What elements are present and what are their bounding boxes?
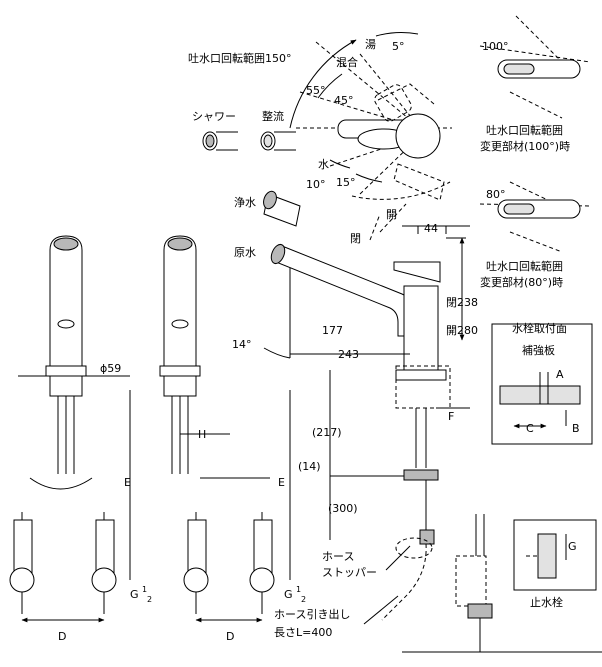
label-water: 水 [318, 158, 329, 171]
thread-g-right: G [284, 588, 293, 601]
mount-detail: 水栓取付面 補強板 A B C [491, 321, 593, 445]
rotation-variant-80: 80° 吐水口回転範囲 変更部材(80°)時 [479, 181, 591, 289]
dim-a: A [556, 368, 564, 381]
label-hose-pullout-1: ホース引き出し [274, 607, 350, 621]
dim-177: 177 [322, 324, 343, 337]
top-view: 吐水口回転範囲150° 湯 5° 混合 55° 45° 水 10° 15° [188, 32, 452, 201]
label-angle-10: 10° [306, 178, 326, 191]
rotation-variant-100: 100° 吐水口回転範囲 変更部材(100°)時 [479, 15, 591, 153]
svg-text:G: G [568, 540, 577, 553]
front-view-left: ϕ59 E G 1 2 D [9, 235, 152, 643]
label-close: 閉 [350, 232, 361, 245]
dim-h: H [198, 428, 206, 441]
label-spout-rotation-range: 吐水口回転範囲150° [188, 51, 292, 65]
dim-d-right: D [226, 630, 234, 643]
dim-f: F [448, 410, 454, 423]
faucet-base-top [395, 113, 441, 159]
label-angle-55: 55° [306, 84, 326, 97]
dim-open-280: 開280 [446, 324, 478, 337]
spray-head-laminar: 整流 [260, 109, 296, 151]
dim-44: 44 [424, 222, 438, 235]
label-open: 開 [386, 208, 397, 221]
label-hot: 湯 [365, 38, 376, 51]
dim-14: (14) [298, 460, 321, 473]
svg-text:100°: 100° [482, 40, 509, 53]
svg-text:整流: 整流 [262, 109, 284, 123]
label-hose-stopper-1: ホース [322, 550, 354, 563]
dim-close-238: 閉238 [446, 296, 478, 309]
svg-text:水栓取付面: 水栓取付面 [512, 321, 567, 335]
svg-text:浄水: 浄水 [234, 195, 256, 209]
side-view: 原水 開 閉 44 閉238 開280 177 243 14° [232, 203, 602, 653]
label-hose-pullout-2: 長さL=400 [274, 626, 332, 639]
svg-text:1: 1 [142, 585, 147, 594]
faucet-body-side [403, 285, 439, 371]
dim-phi59: ϕ59 [100, 362, 121, 375]
svg-text:吐水口回転範囲: 吐水口回転範囲 [486, 259, 563, 273]
spray-head-shower: シャワー [192, 110, 238, 151]
dim-c: C [526, 422, 534, 435]
label-stop-valve: 止水栓 [530, 595, 563, 609]
stop-valve-detail: G 止水栓 [455, 514, 597, 652]
svg-text:変更部材(100°)時: 変更部材(100°)時 [480, 139, 570, 153]
label-hose-stopper-2: ストッパー [322, 566, 377, 579]
label-angle-15: 15° [336, 176, 356, 189]
svg-text:80°: 80° [486, 188, 506, 201]
svg-text:1: 1 [296, 585, 301, 594]
dim-b: B [572, 422, 580, 435]
front-view-right: H E G 1 2 D [159, 235, 306, 643]
label-mixed: 混合 [336, 55, 358, 69]
purified-water-head: 浄水 [234, 190, 301, 227]
dim-243: 243 [338, 348, 359, 361]
svg-text:2: 2 [147, 595, 152, 604]
thread-g-left: G [130, 588, 139, 601]
svg-text:吐水口回転範囲: 吐水口回転範囲 [486, 123, 563, 137]
svg-text:2: 2 [301, 595, 306, 604]
dim-e-right: E [278, 476, 285, 489]
dim-217: (217) [312, 426, 342, 439]
dim-e-left: E [124, 476, 131, 489]
angle-14: 14° [232, 338, 252, 351]
svg-text:補強板: 補強板 [522, 343, 555, 357]
svg-text:変更部材(80°)時: 変更部材(80°)時 [480, 275, 563, 289]
dim-300: (300) [328, 502, 358, 515]
dim-d-left: D [58, 630, 66, 643]
label-angle-45: 45° [334, 94, 354, 107]
svg-text:シャワー: シャワー [192, 110, 236, 123]
label-raw-water: 原水 [234, 246, 256, 259]
label-angle-5: 5° [392, 40, 405, 53]
